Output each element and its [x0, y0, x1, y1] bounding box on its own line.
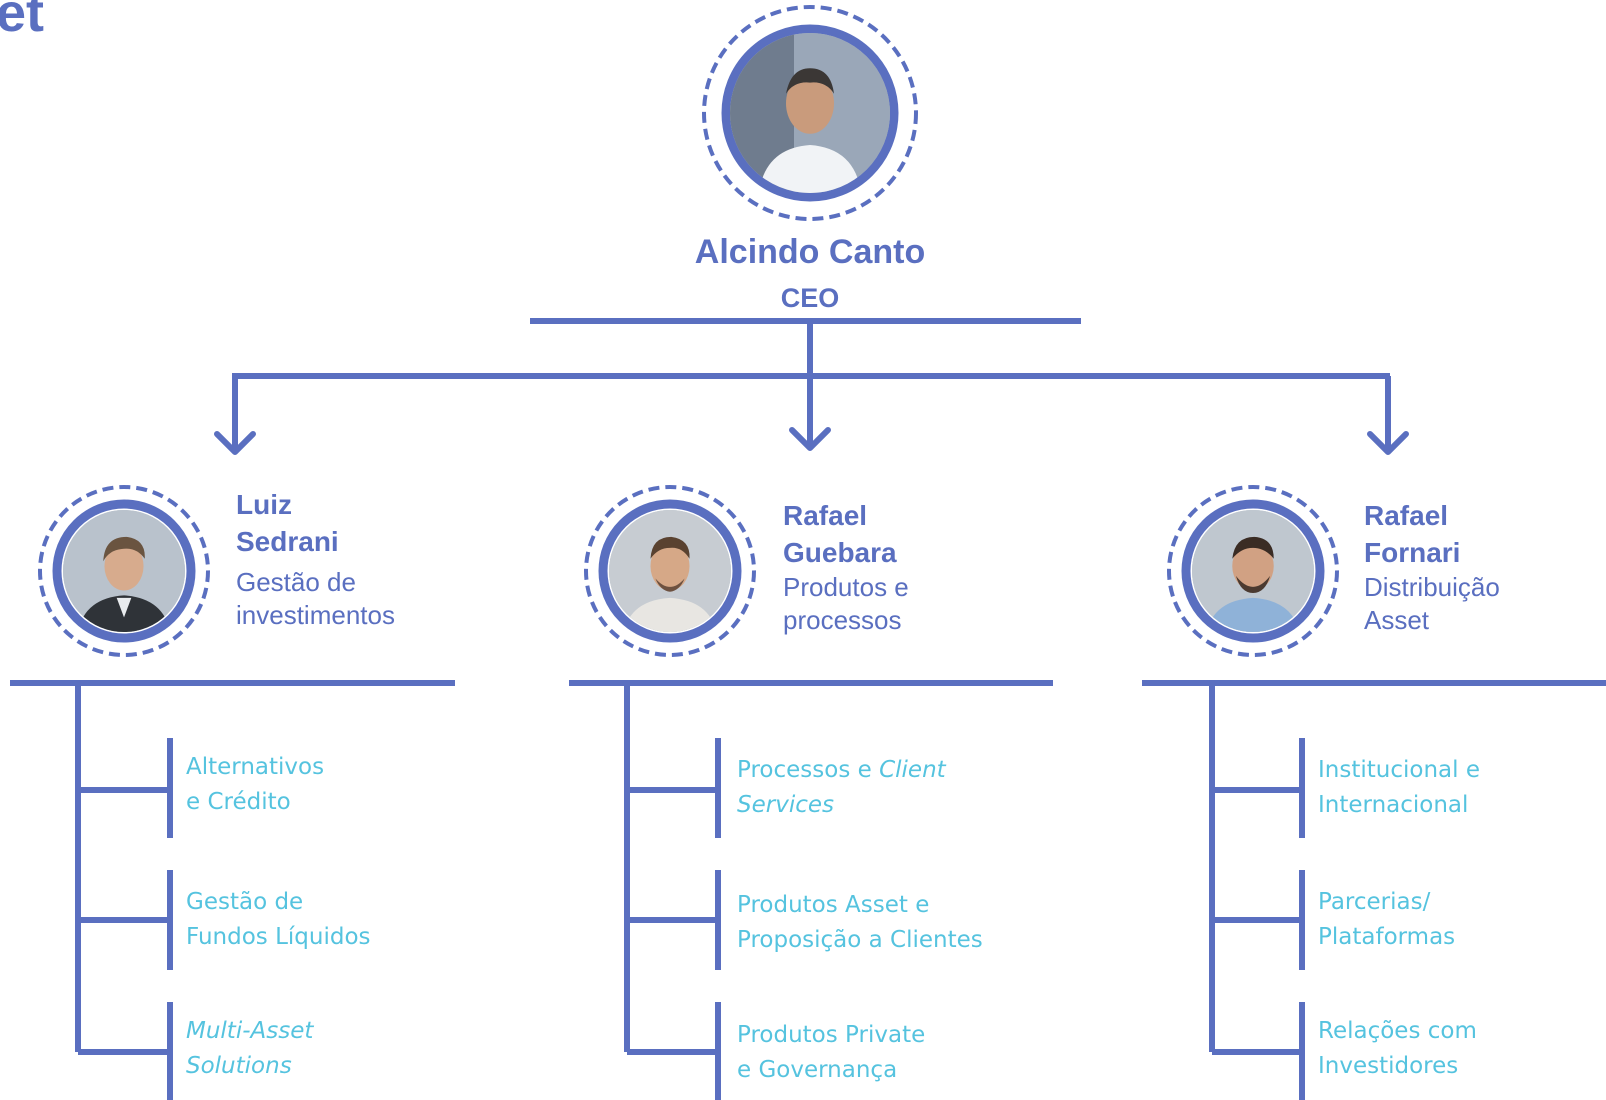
- manager-card-2: Rafael Guebara Produtos e processos: [783, 497, 909, 637]
- arrow-left-head: [214, 431, 256, 455]
- mgr2-dashed-ring: [584, 485, 756, 657]
- manager-role: Asset: [1364, 605, 1430, 635]
- manager-name: Sedrani: [236, 526, 339, 557]
- ceo-photo: [730, 33, 890, 193]
- manager-name: Luiz: [236, 489, 292, 520]
- mgr1-solid-ring: [52, 499, 196, 643]
- manager-name: Rafael: [1364, 500, 1449, 531]
- manager-card-1: Luiz Sedrani Gestão de investimentos: [236, 486, 395, 632]
- manager-name: Rafael: [783, 500, 868, 531]
- manager-name: Fornari: [1364, 537, 1461, 568]
- manager-role: Distribuição: [1364, 572, 1500, 602]
- page-title: et: [0, 0, 45, 43]
- mgr2-photo: [609, 510, 731, 632]
- arrow-center-head: [789, 427, 831, 451]
- ceo-solid-ring: [721, 24, 899, 202]
- ceo-role: CEO: [780, 283, 840, 313]
- team-item: Parcerias/Plataformas: [1318, 889, 1456, 950]
- mgr3-solid-ring: [1181, 499, 1325, 643]
- manager-role: Gestão de: [236, 567, 356, 597]
- mgr3-dashed-ring: [1167, 485, 1339, 657]
- manager-role: processos: [783, 605, 902, 635]
- ceo-dashed-ring: [702, 5, 918, 221]
- arrow-right-head: [1367, 431, 1409, 455]
- manager-name: Guebara: [783, 537, 897, 568]
- team-item: Processos e Client Services: [737, 757, 946, 818]
- mgr1-dashed-ring: [38, 485, 210, 657]
- mgr1-photo: [63, 510, 185, 632]
- manager-role: investimentos: [236, 600, 395, 630]
- mgr3-photo: [1192, 510, 1314, 632]
- ceo-name: Alcindo Canto: [694, 233, 926, 271]
- mgr2-solid-ring: [598, 499, 742, 643]
- manager-role: Produtos e: [783, 572, 909, 602]
- manager-card-3: Rafael Fornari Distribuição Asset: [1364, 497, 1500, 637]
